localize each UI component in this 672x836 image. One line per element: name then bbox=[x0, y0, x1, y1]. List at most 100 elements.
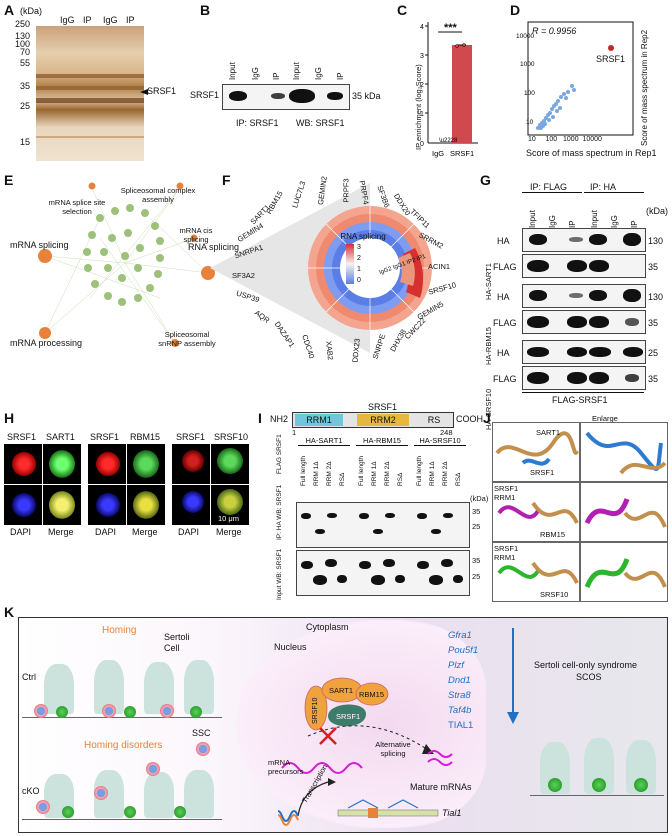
lane-label: IgG bbox=[314, 67, 323, 80]
svg-text:3: 3 bbox=[420, 53, 424, 60]
microscopy-image bbox=[43, 444, 81, 484]
tial1-label: Tial1 bbox=[442, 808, 462, 818]
lane-label: RSΔ bbox=[397, 472, 404, 486]
ip-flag-header: IP: FLAG bbox=[530, 182, 568, 192]
lane-label: RRM 1Δ bbox=[371, 461, 378, 486]
size-label: 130 bbox=[648, 236, 664, 246]
group-label: HA-SART1 bbox=[484, 263, 493, 300]
lane-label: Full length bbox=[300, 456, 307, 486]
row-label: SRSF1 bbox=[190, 90, 220, 100]
complex-label: SART1 bbox=[329, 686, 354, 695]
cko-label: cKO bbox=[22, 786, 40, 796]
svg-text:10: 10 bbox=[526, 119, 534, 126]
h-bottom-label: DAPI bbox=[178, 527, 200, 537]
blot-b bbox=[222, 84, 350, 110]
splicing-complex bbox=[304, 677, 389, 731]
complex-label: RBM15 bbox=[359, 690, 385, 699]
row-label: FLAG bbox=[493, 374, 517, 384]
domain-bar: RRM1 RRM2 RS bbox=[292, 412, 454, 428]
domain-title: SRSF1 bbox=[368, 402, 398, 412]
heatmap-legend-title: RNA splicing bbox=[340, 232, 386, 241]
size-label: 35 bbox=[472, 556, 481, 565]
structure-image bbox=[580, 482, 668, 542]
block-x-icon bbox=[319, 727, 337, 745]
j-label: SRSF1 RRM1 bbox=[494, 484, 519, 502]
h-top-label: SRSF1 bbox=[176, 432, 206, 442]
node-label: mRNA splice site selection bbox=[48, 198, 106, 216]
scos-label: Sertoli cell-only syndrome bbox=[534, 660, 638, 670]
gene-list: Gfra1 Pou5f1 Plzf Dnd1 Stra8 Taf4b TIAL1 bbox=[448, 628, 478, 733]
rs-domain: RS bbox=[427, 415, 441, 425]
row-label: HA bbox=[497, 348, 510, 358]
blot-g bbox=[522, 310, 646, 334]
blot-g bbox=[522, 284, 646, 308]
structure-image bbox=[492, 422, 580, 482]
panel-label-f: F bbox=[222, 172, 231, 188]
highlight-label: SRSF1 bbox=[596, 54, 626, 64]
d-xticks: 10 100 1000 10000 bbox=[528, 136, 602, 143]
structure-image bbox=[580, 422, 668, 482]
svg-text:1000: 1000 bbox=[520, 61, 535, 68]
flag-label: FLAG SRSF1 bbox=[276, 434, 283, 474]
scatter-plot: 10000 1000 100 10 bbox=[516, 21, 634, 136]
marker: 100 bbox=[14, 39, 30, 49]
j-label: SART1 bbox=[536, 428, 561, 437]
marker: 35 bbox=[19, 81, 30, 91]
scos-tubule bbox=[534, 736, 664, 796]
lane-label: IgG bbox=[60, 15, 75, 25]
h-bottom-label: DAPI bbox=[10, 527, 32, 537]
svg-text:SRSF1: SRSF1 bbox=[450, 149, 474, 158]
ssc-cell bbox=[94, 786, 108, 800]
svg-text:IgG: IgG bbox=[432, 149, 444, 158]
sertoli-nucleus bbox=[124, 706, 136, 718]
size-label: 35 bbox=[648, 262, 659, 272]
lane-label: RRM 2Δ bbox=[442, 461, 449, 486]
g-bottom-label: FLAG-SRSF1 bbox=[552, 395, 608, 405]
marker: 25 bbox=[19, 101, 30, 111]
lane-label: RRM 1Δ bbox=[429, 461, 436, 486]
panel-label-j: J bbox=[483, 410, 491, 426]
h-top-label: SRSF10 bbox=[214, 432, 249, 442]
size-label: 25 bbox=[648, 348, 659, 358]
microscopy-image bbox=[4, 485, 42, 525]
ip-caption: IP: SRSF1 bbox=[236, 118, 279, 128]
ssc-label: SSC bbox=[192, 728, 211, 738]
start-label: 1 bbox=[292, 428, 297, 437]
input-label: Input WB: SRSF1 bbox=[276, 548, 283, 600]
gene-item: Taf4b bbox=[448, 705, 472, 716]
sertoli-nucleus bbox=[124, 806, 136, 818]
marker: 15 bbox=[19, 137, 30, 147]
marker: 55 bbox=[19, 58, 30, 68]
lane-label: IgG bbox=[610, 215, 619, 228]
alt-splicing-label: Alternative splicing bbox=[375, 740, 411, 758]
h-bottom-label: Merge bbox=[216, 527, 242, 537]
protein-label: XAB2 bbox=[324, 340, 336, 361]
j-label: SRSF1 bbox=[530, 468, 555, 477]
group-header: HA-SRSF10 bbox=[414, 436, 466, 446]
panel-label-c: C bbox=[397, 2, 408, 18]
structure-image bbox=[580, 542, 668, 602]
ssc-cell bbox=[102, 704, 116, 718]
size-label: 35 kDa bbox=[352, 91, 381, 101]
microscopy-image bbox=[172, 444, 210, 484]
cytoplasm-label: Cytoplasm bbox=[306, 622, 349, 632]
d-ylabel: Score of mass spectrum in Rep2 bbox=[640, 29, 649, 146]
blot-g bbox=[522, 366, 646, 390]
lane-label: IP bbox=[336, 72, 345, 80]
panel-label-e: E bbox=[4, 172, 14, 188]
lane-label: IP bbox=[568, 220, 577, 228]
blot-g bbox=[522, 254, 646, 278]
sertoli-nucleus bbox=[56, 706, 68, 718]
j-label: SRSF10 bbox=[540, 590, 569, 599]
lane-label: RRM 1Δ bbox=[313, 461, 320, 486]
lane-label: IgG bbox=[548, 215, 557, 228]
h-bottom-label: DAPI bbox=[95, 527, 117, 537]
microscopy-image bbox=[172, 485, 210, 525]
rrm1-domain: RRM1 bbox=[295, 414, 343, 426]
lane-label: RSΔ bbox=[339, 472, 346, 486]
significance-stars: *** bbox=[444, 22, 457, 34]
cko-tubule bbox=[34, 770, 214, 820]
structure-image bbox=[492, 482, 580, 542]
microscopy-image bbox=[4, 444, 42, 484]
size-label: 35 bbox=[648, 318, 659, 328]
